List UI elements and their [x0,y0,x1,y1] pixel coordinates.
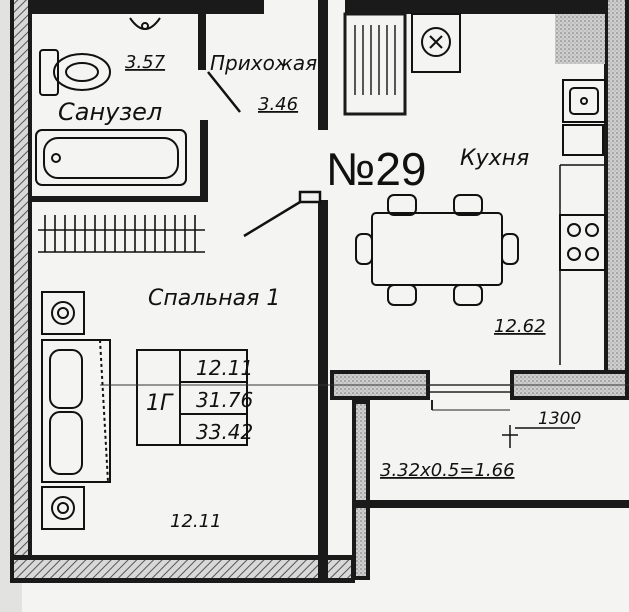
rooms-count: 1Г [146,391,174,416]
nightstand-bottom-icon [41,486,85,530]
balcony-area: 3.32x0.5=1.66 [380,460,515,481]
bedroom-area: 12.11 [170,511,222,532]
bedroom-name: Спальная 1 [148,286,280,311]
total-with-balcony: 33.42 [196,420,253,444]
bathroom-area: 3.57 [125,52,166,73]
dining-table-icon [355,194,519,306]
hallway-name: Прихожая [210,51,317,75]
kitchen-sink-icon [562,79,606,156]
bathroom-name: Санузел [58,98,162,126]
sink-icon [129,17,161,30]
door-swing-bedroom [243,190,322,238]
balcony-width: 1300 [538,409,581,429]
hallway-area: 3.46 [258,94,298,115]
kitchen-area: 12.62 [494,316,546,337]
apartment-number: №29 [326,143,427,195]
bed-icon [41,339,111,483]
radiator-icon [38,215,205,253]
total-area: 31.76 [196,388,253,412]
washing-machine-icon [411,13,461,73]
nightstand-top-icon [41,291,85,335]
area-summary-table [136,349,248,446]
living-area: 12.11 [196,356,253,380]
bathtub-icon [35,129,187,186]
toilet-icon [39,49,111,96]
kitchen-name: Кухня [460,146,529,171]
balcony-dimension-line [502,425,575,448]
door-swing-hallway [207,71,241,113]
